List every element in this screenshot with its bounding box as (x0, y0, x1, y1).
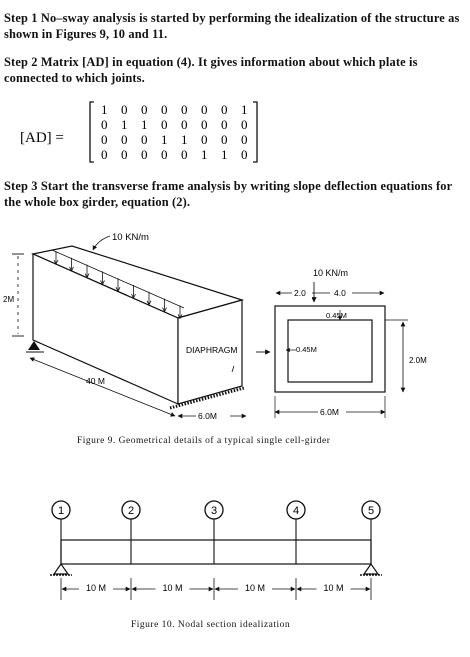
span-label: 10 M (86, 583, 106, 593)
matrix-cell: 0 (241, 132, 248, 147)
figure-10-caption: Figure 10. Nodal section idealization (131, 620, 291, 630)
load-arrow-head (177, 314, 183, 320)
matrix-cell: 0 (161, 117, 168, 132)
node-label: 2 (128, 505, 134, 517)
load-line (51, 249, 185, 309)
matrix-cell: 1 (221, 147, 228, 162)
matrix-cell: 0 (201, 117, 208, 132)
node-label: 5 (368, 505, 374, 517)
matrix-cell: 0 (221, 117, 228, 132)
node-circle (361, 500, 381, 520)
matrix-cell: 1 (241, 102, 248, 117)
left-support (52, 562, 70, 575)
node-label: 3 (211, 505, 217, 517)
step-1-text: Step 1 No–sway analysis is started by pe… (4, 11, 460, 41)
load-arrow-head (115, 287, 121, 293)
matrix-cell: 0 (201, 102, 208, 117)
matrix-cell: 0 (241, 117, 248, 132)
section-right-offset-label: 4.0 (334, 288, 346, 298)
fig9-length-line (29, 357, 176, 417)
figure-9-caption: Figure 9. Geometrical details of a typic… (77, 436, 331, 446)
fig9-width-label: 6.0M (198, 411, 217, 421)
node-circle (286, 500, 306, 520)
girder-end-face (177, 299, 243, 405)
matrix-cell: 0 (201, 132, 208, 147)
section-width-label: 6.0M (320, 407, 339, 417)
matrix-cell: 0 (241, 147, 248, 162)
span-label: 10 M (162, 583, 182, 593)
fig9-length-label: 40 M (86, 376, 105, 386)
beam (60, 539, 372, 565)
matrix-left-bracket (89, 101, 94, 163)
matrix-cell: 1 (121, 117, 128, 132)
matrix-cell: 0 (141, 147, 148, 162)
matrix-cell: 0 (181, 147, 188, 162)
matrix-cell: 0 (141, 132, 148, 147)
diaphragm-tick (231, 365, 235, 373)
fig9-load-label: 10 KN/m (112, 232, 149, 243)
section-left-offset-label: 2.0 (294, 288, 306, 298)
matrix-cell: 0 (181, 117, 188, 132)
matrix-cell: 0 (121, 132, 128, 147)
span-label: 10 M (323, 583, 343, 593)
matrix-cell: 1 (181, 132, 188, 147)
matrix-cell: 1 (161, 132, 168, 147)
matrix-right-bracket (253, 101, 258, 163)
section-height-label: 2.0M (409, 356, 427, 365)
matrix-cell: 0 (141, 102, 148, 117)
matrix-cell: 0 (101, 132, 108, 147)
matrix-cell: 0 (181, 102, 188, 117)
span-label: 10 M (245, 583, 265, 593)
matrix-cell: 0 (161, 102, 168, 117)
load-arrow-head (146, 300, 152, 306)
load-arrow-head (53, 259, 59, 265)
matrix-cell: 0 (161, 147, 168, 162)
matrix-cell: 1 (201, 147, 208, 162)
step-2-text: Step 2 Matrix [AD] in equation (4). It g… (4, 55, 418, 85)
section-load-label: 10 KN/m (313, 268, 348, 278)
load-arrow-head (100, 280, 105, 286)
step-3-text: Step 3 Start the transverse frame analys… (4, 179, 453, 209)
node-circle (204, 500, 224, 520)
matrix-cell: 0 (221, 102, 228, 117)
node-circle (121, 500, 141, 520)
section-outer-box (274, 305, 386, 393)
figure-9-drawing: 10 KN/m 2M 40 M 6.0M DIAPHRAGM 10 KN/m 2… (3, 232, 427, 421)
node-label: 1 (58, 505, 64, 517)
section-top-thickness-label: 0.45M (326, 311, 347, 320)
fig9-load-leader (92, 235, 111, 251)
load-arrow-head (131, 293, 136, 299)
load-arrow-head (162, 307, 167, 313)
node-label: 4 (293, 505, 299, 517)
matrix-cell: 1 (101, 102, 108, 117)
left-support (28, 341, 40, 350)
matrix-cell: 0 (221, 132, 228, 147)
matrix-label: [AD] = (20, 130, 64, 146)
load-arrow-head (69, 266, 74, 272)
right-support (362, 562, 380, 575)
matrix-cell: 0 (121, 102, 128, 117)
section-web-thickness-label: 0.45M (296, 345, 317, 354)
figure-10-drawing: 1 2 3 4 5 10 M 10 M 10 M 10 M (50, 500, 382, 600)
diaphragm-label: DIAPHRAGM (186, 345, 237, 355)
matrix-cell: 0 (101, 147, 108, 162)
node-circle (51, 500, 71, 520)
matrix-cell: 1 (141, 117, 148, 132)
right-support-hatch (169, 386, 245, 410)
matrix-cell: 0 (121, 147, 128, 162)
fig9-height-label: 2M (3, 295, 14, 304)
load-arrow-head (84, 273, 90, 279)
matrix-cell: 0 (101, 117, 108, 132)
